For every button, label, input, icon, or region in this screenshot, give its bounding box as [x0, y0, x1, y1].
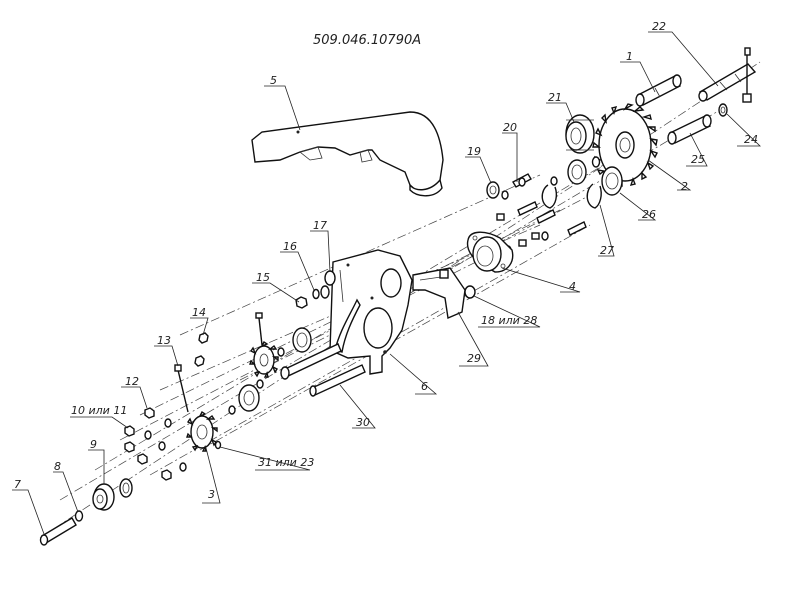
- callout-27: 27: [600, 244, 614, 257]
- part-small-sprocket-upper: [249, 340, 279, 378]
- callout-31-23: 31 или 23: [258, 456, 314, 469]
- callout-5: 5: [270, 74, 277, 87]
- part-16-washer: [312, 288, 320, 300]
- part-20-bolts: [496, 173, 587, 255]
- part-6-side-plate: [329, 249, 413, 375]
- part-9-roller: [92, 478, 133, 511]
- callout-3: 3: [208, 488, 215, 501]
- callout-14: 14: [192, 306, 206, 319]
- part-22-shaft: [698, 47, 757, 103]
- callout-6: 6: [421, 380, 428, 393]
- part-25-axle: [667, 114, 712, 145]
- part-10-11-nuts-washers: [124, 418, 222, 481]
- part-washer-small-group: [550, 156, 601, 186]
- callout-8: 8: [54, 460, 61, 473]
- part-12-nut: [144, 407, 155, 419]
- part-1-shaft: [635, 74, 682, 107]
- callout-10-11: 10 или 11: [71, 404, 127, 417]
- part-26-bearing: [567, 159, 623, 196]
- part-8-ring: [74, 510, 84, 522]
- callout-19: 19: [467, 145, 481, 158]
- callout-20: 20: [503, 121, 517, 134]
- callout-leaders: [12, 31, 761, 535]
- part-3-sprocket: [186, 410, 218, 452]
- callout-21: 21: [548, 91, 562, 104]
- callout-26: 26: [642, 208, 656, 221]
- callout-1: 1: [626, 50, 633, 63]
- part-19-ring: [486, 181, 500, 199]
- part-17-spacer: [320, 270, 336, 299]
- part-15-nut: [295, 296, 308, 309]
- callout-24: 24: [744, 133, 758, 146]
- callout-4: 4: [569, 280, 576, 293]
- part-14-bolt: [194, 312, 264, 389]
- callout-15: 15: [256, 271, 270, 284]
- callout-29: 29: [467, 352, 481, 365]
- part-middle-shaft: [280, 343, 342, 380]
- callout-13: 13: [157, 334, 171, 347]
- callout-25: 25: [691, 153, 705, 166]
- part-4-flange: [466, 231, 514, 273]
- part-13-bolt: [174, 364, 189, 413]
- part-21-hub: [565, 114, 595, 154]
- part-27-circlip: [541, 183, 602, 209]
- part-24-washer: [718, 103, 728, 117]
- callout-labels: 1 2 3 4 5 6 7 8 9 10 или 11 12 13 14 15 …: [14, 20, 758, 501]
- callout-9: 9: [90, 438, 97, 451]
- part-2-large-sprocket: [592, 103, 658, 187]
- callout-7: 7: [14, 478, 21, 491]
- drawing-number: 509.046.10790А: [313, 33, 421, 48]
- part-29-bracket: [412, 267, 476, 320]
- callout-18-28: 18 или 28: [481, 314, 537, 327]
- callout-30: 30: [356, 416, 370, 429]
- callout-16: 16: [283, 240, 297, 253]
- part-bearing-middle: [228, 327, 312, 415]
- part-7-pin: [39, 517, 77, 546]
- part-5-chain-guard: [251, 111, 444, 197]
- callout-17: 17: [313, 219, 327, 232]
- callout-2: 2: [681, 180, 688, 193]
- part-30-shaft: [309, 364, 366, 397]
- callout-12: 12: [125, 375, 139, 388]
- callout-22: 22: [652, 20, 666, 33]
